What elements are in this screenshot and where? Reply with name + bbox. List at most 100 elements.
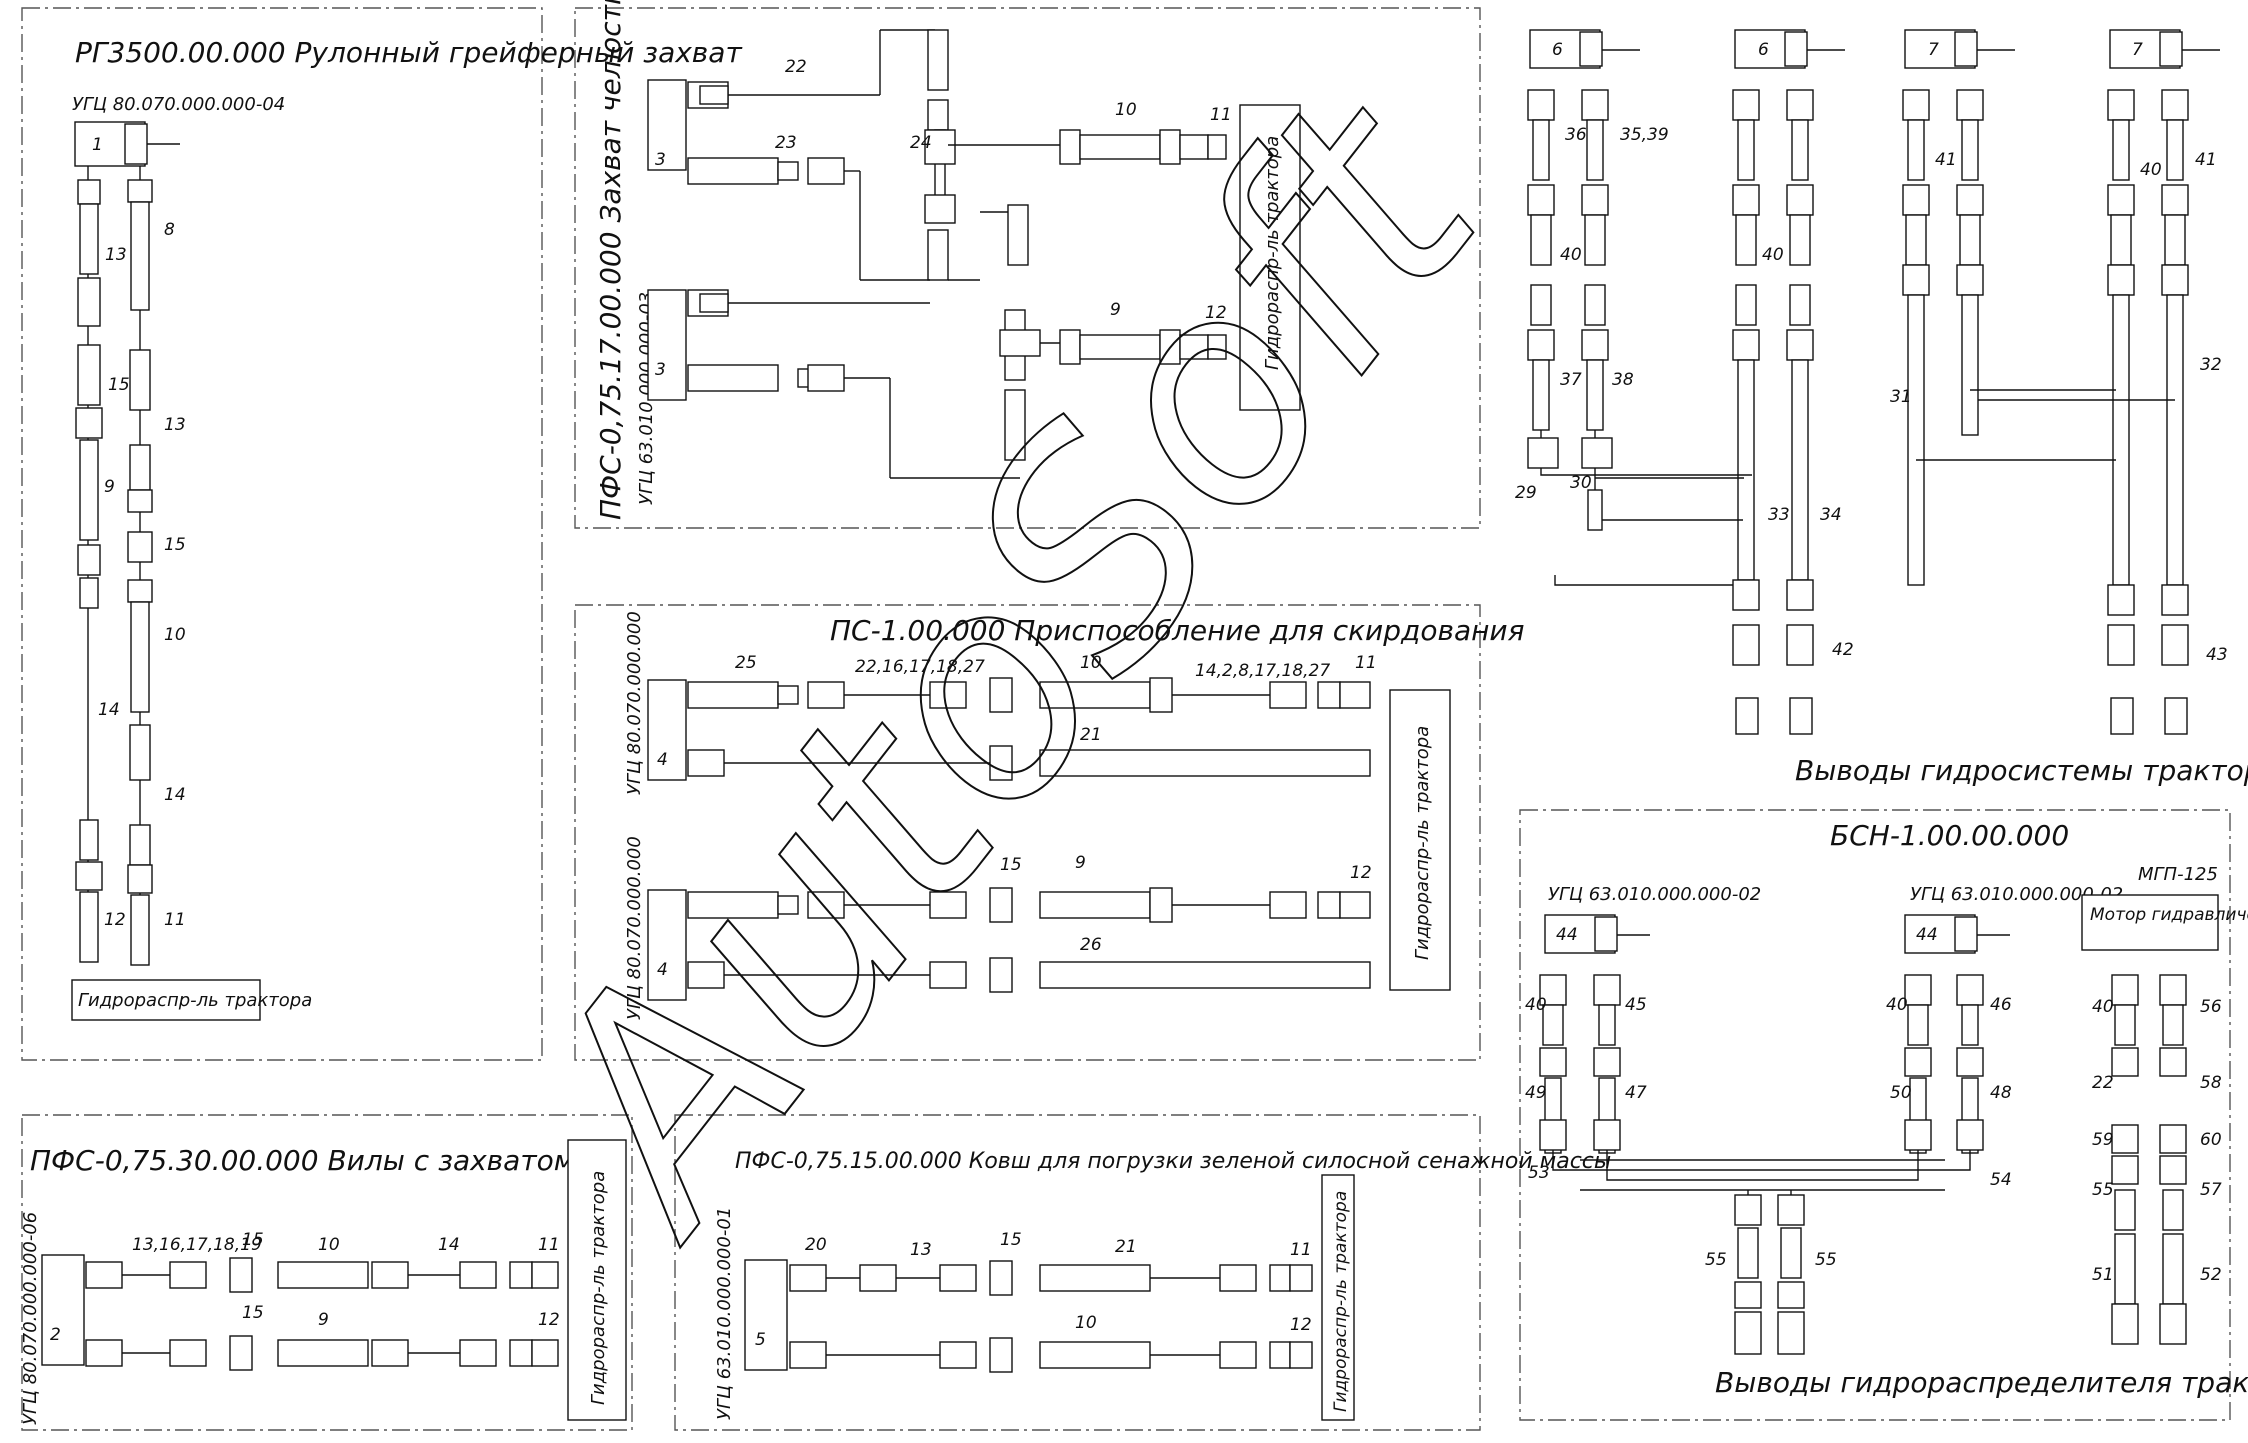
svg-text:41: 41 <box>2195 150 2217 170</box>
svg-text:12: 12 <box>1290 1315 1312 1335</box>
svg-text:14: 14 <box>438 1235 460 1255</box>
block-rg: РГ3500.00.000 Рулонный грейферный захват… <box>71 36 742 1021</box>
ps-cylinder-2 <box>647 889 687 1001</box>
pfs30-distributor <box>567 1139 627 1421</box>
svg-text:11: 11 <box>1290 1240 1312 1260</box>
frame-ps <box>574 604 1481 1061</box>
svg-text:41: 41 <box>1935 150 1957 170</box>
svg-text:24: 24 <box>910 133 932 153</box>
svg-text:15: 15 <box>242 1303 264 1323</box>
svg-text:10: 10 <box>1080 653 1102 673</box>
svg-text:30: 30 <box>1570 473 1592 493</box>
pfs15-cylinder-code: УГЦ 63.010.000.000-01 <box>714 1207 735 1420</box>
motor-code: МГП-125 <box>2138 864 2218 885</box>
svg-text:36: 36 <box>1565 125 1587 145</box>
svg-text:5: 5 <box>755 1330 766 1350</box>
svg-text:9: 9 <box>104 477 115 497</box>
rg-distributor-label: Гидрораспр-ль трактора <box>78 990 312 1011</box>
svg-text:2: 2 <box>50 1325 61 1345</box>
svg-text:10: 10 <box>1115 100 1137 120</box>
svg-text:55: 55 <box>1815 1250 1837 1270</box>
outputs-title: Выводы гидросистемы трактора <box>1795 754 2248 787</box>
svg-text:14: 14 <box>164 785 186 805</box>
svg-text:1: 1 <box>92 135 103 155</box>
svg-text:14: 14 <box>98 700 120 720</box>
block-bsn: БСН-1.00.00.000 УГЦ 63.010.000.000-02 УГ… <box>1525 819 2248 1399</box>
svg-text:10: 10 <box>164 625 186 645</box>
svg-text:40: 40 <box>1525 995 1547 1015</box>
svg-text:15: 15 <box>242 1230 264 1250</box>
svg-text:9: 9 <box>1075 853 1086 873</box>
pfs17-cylinder-1 <box>647 79 687 171</box>
svg-text:25: 25 <box>735 653 757 673</box>
pfs15-distributor-label: Гидрораспр-ль трактора <box>1331 1191 1351 1412</box>
svg-text:8: 8 <box>164 220 175 240</box>
bsn-title: БСН-1.00.00.000 <box>1830 819 2069 852</box>
pfs30-cylinder-code: УГЦ 80.070.000.000-06 <box>20 1212 41 1425</box>
svg-text:13,16,17,18,19: 13,16,17,18,19 <box>132 1235 262 1255</box>
svg-text:12: 12 <box>1350 863 1372 883</box>
svg-text:13: 13 <box>910 1240 932 1260</box>
block-pfs17: ПФС-0,75.17.00.000 Захват челюстной УГЦ … <box>594 0 1301 520</box>
svg-text:10: 10 <box>1075 1313 1097 1333</box>
svg-text:20: 20 <box>805 1235 827 1255</box>
svg-text:11: 11 <box>538 1235 560 1255</box>
svg-text:55: 55 <box>1705 1250 1727 1270</box>
svg-text:52: 52 <box>2200 1265 2222 1285</box>
svg-text:37: 37 <box>1560 370 1582 390</box>
svg-text:60: 60 <box>2200 1130 2222 1150</box>
svg-text:3: 3 <box>655 360 666 380</box>
ps-title: ПС-1.00.000 Приспособление для скирдован… <box>830 614 1524 647</box>
svg-text:7: 7 <box>1928 40 1939 60</box>
svg-text:31: 31 <box>1890 387 1912 407</box>
pfs15-distributor <box>1321 1174 1355 1421</box>
svg-text:29: 29 <box>1515 483 1537 503</box>
svg-text:12: 12 <box>104 910 126 930</box>
block-outputs: 6 6 7 7 <box>1515 29 2248 787</box>
svg-text:15: 15 <box>164 535 186 555</box>
svg-text:55: 55 <box>2092 1180 2114 1200</box>
rg-cylinder-code: УГЦ 80.070.000.000-04 <box>72 94 285 115</box>
svg-text:13: 13 <box>105 245 127 265</box>
svg-text:4: 4 <box>657 960 668 980</box>
svg-text:22: 22 <box>785 57 807 77</box>
svg-text:47: 47 <box>1625 1083 1647 1103</box>
svg-text:46: 46 <box>1990 995 2012 1015</box>
svg-text:40: 40 <box>2092 997 2114 1017</box>
frame-pfs15 <box>674 1114 1481 1431</box>
svg-text:21: 21 <box>1080 725 1102 745</box>
pfs17-cylinder-2 <box>647 289 687 401</box>
svg-text:32: 32 <box>2200 355 2222 375</box>
svg-text:54: 54 <box>1990 1170 2012 1190</box>
svg-text:45: 45 <box>1625 995 1647 1015</box>
svg-text:3: 3 <box>655 150 666 170</box>
svg-text:15: 15 <box>1000 855 1022 875</box>
svg-text:57: 57 <box>2200 1180 2222 1200</box>
ps-distributor-label: Гидрораспр-ль трактора <box>1412 726 1433 960</box>
svg-text:26: 26 <box>1080 935 1102 955</box>
svg-text:4: 4 <box>657 750 668 770</box>
svg-text:15: 15 <box>108 375 130 395</box>
pfs30-distributor-label: Гидрораспр-ль трактора <box>588 1171 609 1405</box>
block-ps: ПС-1.00.000 Приспособление для скирдован… <box>624 611 1524 1020</box>
svg-text:9: 9 <box>318 1310 329 1330</box>
frame-rg <box>21 7 543 1061</box>
svg-text:44: 44 <box>1916 925 1938 945</box>
svg-text:12: 12 <box>538 1310 560 1330</box>
svg-text:51: 51 <box>2092 1265 2114 1285</box>
bsn-cylinder-2-code: УГЦ 63.010.000.000-02 <box>1910 884 2123 905</box>
pfs17-distributor <box>1239 104 1301 411</box>
svg-text:49: 49 <box>1525 1083 1547 1103</box>
svg-text:14,2,8,17,18,27: 14,2,8,17,18,27 <box>1195 661 1330 681</box>
pfs30-cylinder <box>41 1254 85 1366</box>
ps-cylinder-bottom-code: УГЦ 80.070.000.000 <box>624 836 645 1020</box>
svg-text:22,16,17,18,27: 22,16,17,18,27 <box>855 657 985 677</box>
pfs15-cylinder <box>744 1259 788 1371</box>
svg-text:10: 10 <box>318 1235 340 1255</box>
svg-text:58: 58 <box>2200 1073 2222 1093</box>
svg-text:12: 12 <box>1205 303 1227 323</box>
frame-pfs30 <box>21 1114 633 1431</box>
ps-cylinder-top-code: УГЦ 80.070.000.000 <box>624 611 645 795</box>
svg-text:6: 6 <box>1552 40 1563 60</box>
svg-text:38: 38 <box>1612 370 1634 390</box>
